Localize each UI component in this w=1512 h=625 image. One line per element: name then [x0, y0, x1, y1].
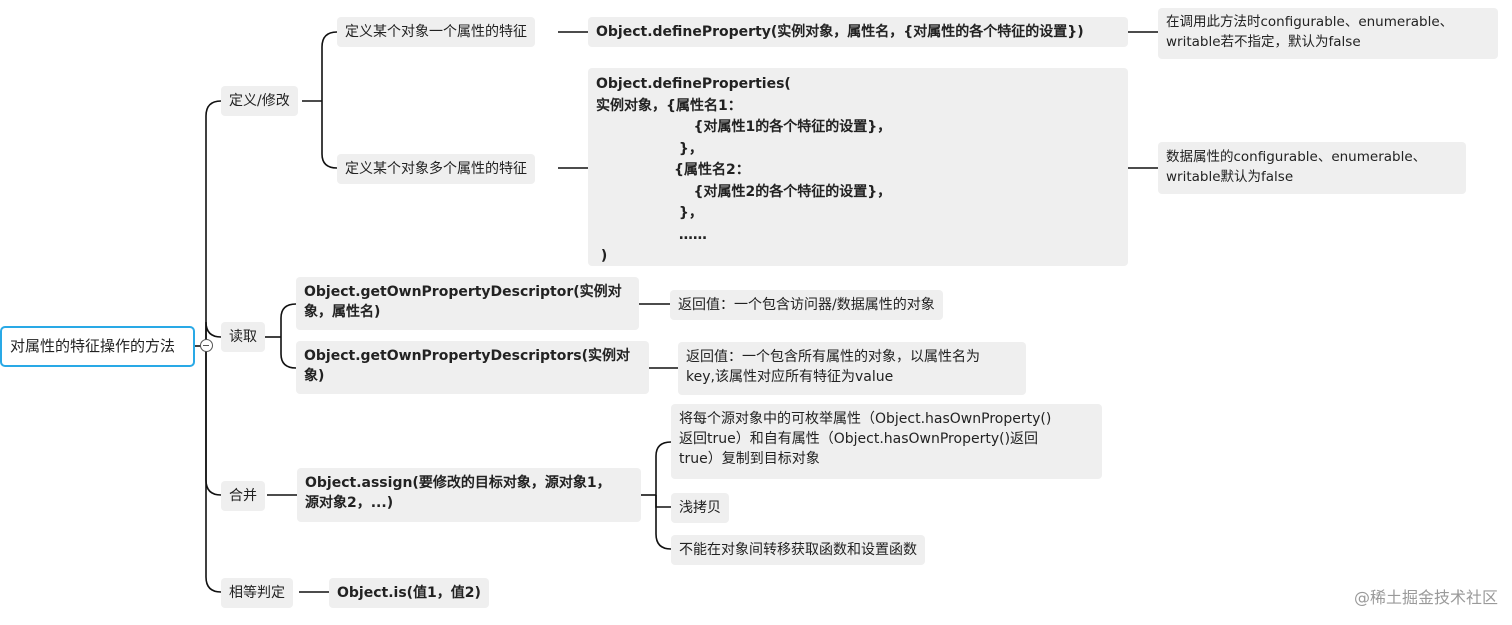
topic-equality[interactable]: 相等判定	[221, 578, 293, 608]
method-assign[interactable]: Object.assign(要修改的目标对象，源对象1， 源对象2，...)	[297, 468, 641, 522]
topic-define-modify[interactable]: 定义/修改	[221, 86, 298, 116]
note-line: 将每个源对象中的可枚举属性（Object.hasOwnProperty()	[679, 411, 1052, 427]
defineProperties-line-6: {对属性2的各个特征的设置}，	[596, 183, 892, 200]
defineProperties-line-8: ……	[596, 226, 707, 243]
method-line: Object.assign(要修改的目标对象，源对象1，	[305, 475, 611, 491]
method-defineProperties[interactable]: Object.defineProperties( 实例对象，{属性名1： {对属…	[588, 68, 1128, 266]
watermark: @稀土掘金技术社区	[1353, 588, 1498, 607]
note-line: true）复制到目标对象	[679, 451, 820, 467]
topic-define-multiple-properties[interactable]: 定义某个对象多个属性的特征	[337, 154, 535, 184]
method-getOwnPropertyDescriptor[interactable]: Object.getOwnPropertyDescriptor(实例对 象，属性…	[296, 277, 639, 330]
defineProperties-line-7: }，	[596, 205, 703, 221]
note-assign-shallow-copy[interactable]: 浅拷贝	[671, 493, 729, 523]
root-topic[interactable]: 对属性的特征操作的方法	[0, 326, 195, 367]
method-line: Object.getOwnPropertyDescriptors(实例对	[304, 348, 630, 364]
note-defineProperty-defaults[interactable]: 在调用此方法时configurable、enumerable、 writable…	[1158, 8, 1498, 59]
method-getOwnPropertyDescriptors[interactable]: Object.getOwnPropertyDescriptors(实例对 象)	[296, 341, 649, 394]
note-line: key,该属性对应所有特征为value	[686, 369, 894, 385]
topic-merge[interactable]: 合并	[221, 481, 265, 511]
note-line: writable若不指定，默认为false	[1166, 34, 1361, 50]
note-assign-copies-properties[interactable]: 将每个源对象中的可枚举属性（Object.hasOwnProperty() 返回…	[671, 404, 1102, 479]
note-defineProperties-defaults[interactable]: 数据属性的configurable、enumerable、 writable默认…	[1158, 142, 1466, 194]
defineProperties-line-1: Object.defineProperties(	[596, 76, 791, 92]
note-line: writable默认为false	[1166, 169, 1294, 185]
method-line: 象)	[304, 368, 325, 384]
note-line: 数据属性的configurable、enumerable、	[1166, 149, 1427, 165]
method-line: Object.getOwnPropertyDescriptor(实例对	[304, 284, 622, 300]
topic-define-single-property[interactable]: 定义某个对象一个属性的特征	[337, 17, 535, 47]
defineProperties-line-9: )	[596, 248, 608, 264]
note-line: 在调用此方法时configurable、enumerable、	[1166, 14, 1454, 30]
note-getOwnPropertyDescriptor-return[interactable]: 返回值：一个包含访问器/数据属性的对象	[670, 290, 943, 320]
note-getOwnPropertyDescriptors-return[interactable]: 返回值：一个包含所有属性的对象，以属性名为 key,该属性对应所有特征为valu…	[678, 342, 1026, 395]
method-line: 象，属性名)	[304, 304, 381, 320]
note-line: 返回值：一个包含所有属性的对象，以属性名为	[686, 349, 980, 365]
method-defineProperty[interactable]: Object.defineProperty(实例对象，属性名，{对属性的各个特征…	[588, 17, 1128, 47]
defineProperties-line-2: 实例对象，{属性名1：	[596, 97, 742, 114]
note-line: 返回true）和自有属性（Object.hasOwnProperty()返回	[679, 431, 1039, 447]
topic-read[interactable]: 读取	[221, 322, 265, 352]
note-assign-no-accessors[interactable]: 不能在对象间转移获取函数和设置函数	[671, 535, 925, 565]
method-is[interactable]: Object.is(值1，值2)	[329, 578, 489, 608]
defineProperties-line-3: {对属性1的各个特征的设置}，	[596, 119, 892, 135]
method-line: 源对象2，...)	[305, 495, 394, 511]
collapse-toggle-icon[interactable]	[200, 339, 213, 352]
defineProperties-line-5: {属性名2：	[596, 162, 750, 178]
defineProperties-line-4: }，	[596, 140, 703, 157]
